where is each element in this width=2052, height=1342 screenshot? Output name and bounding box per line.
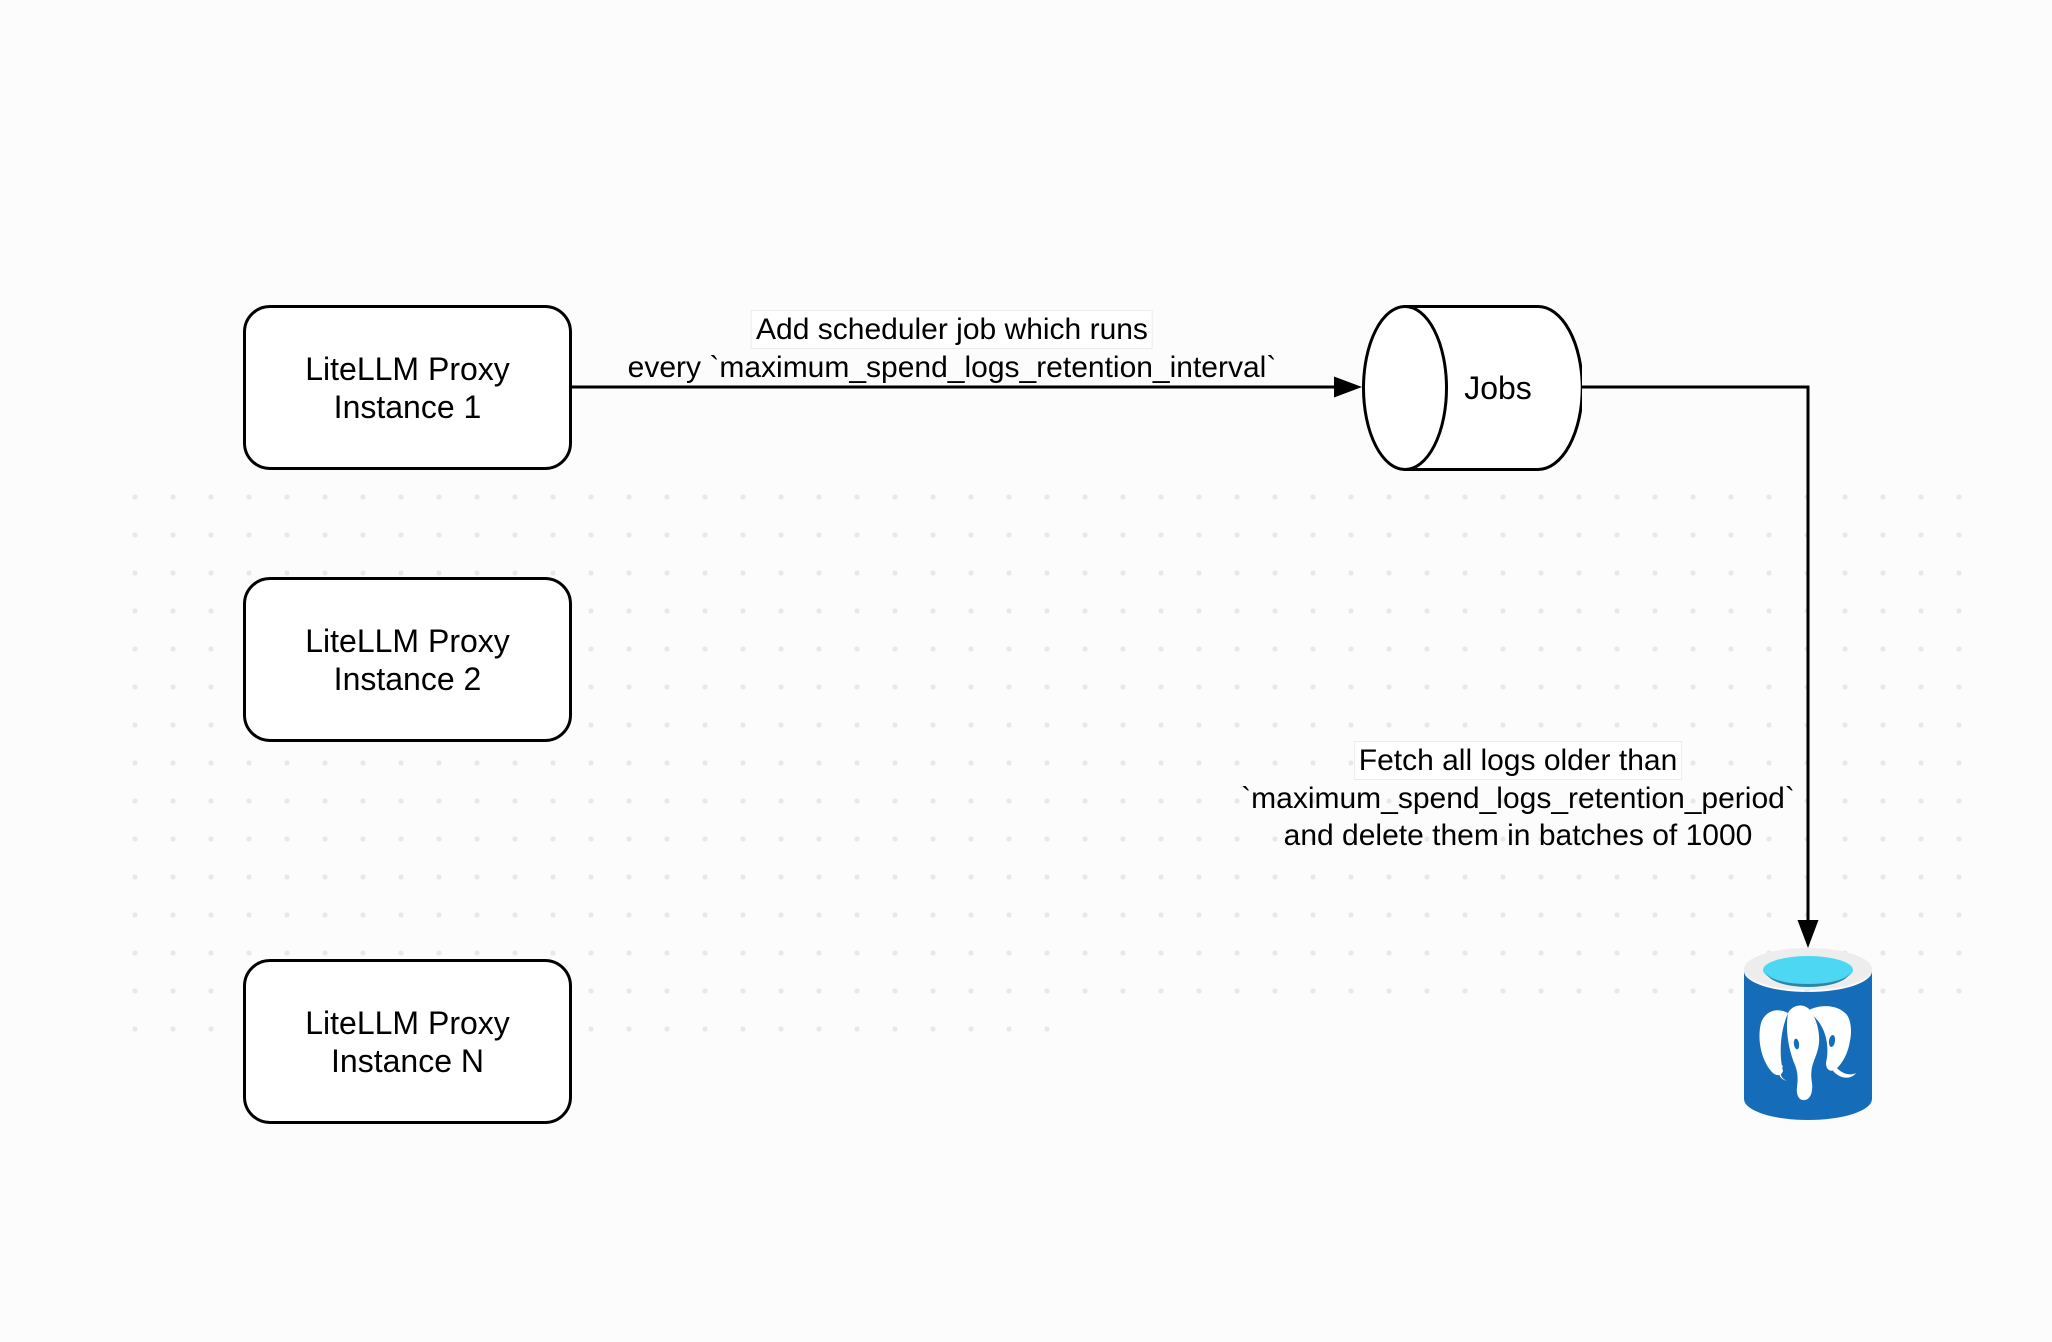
node-litellm-proxy-instance-1: LiteLLM Proxy Instance 1 — [243, 305, 572, 470]
postgresql-database-icon — [1744, 948, 1872, 1120]
node-label-line1: LiteLLM Proxy — [305, 1004, 510, 1041]
edge-label-fetch-logs: Fetch all logs older than `maximum_spend… — [1241, 741, 1795, 854]
node-label-line2: Instance 1 — [333, 388, 482, 425]
node-label-line1: LiteLLM Proxy — [305, 350, 510, 387]
connector-jobs-to-database — [1582, 385, 1810, 920]
edge-label-line: `maximum_spend_logs_retention_period` — [1241, 780, 1795, 817]
database-water-deep-shape — [1766, 972, 1850, 987]
node-litellm-proxy-instance-n: LiteLLM Proxy Instance N — [243, 959, 572, 1124]
elephant-left-ear — [1759, 1010, 1788, 1076]
edge-label-text: and delete them in batches of 1000 — [1283, 819, 1753, 852]
postgres-elephant-icon — [1759, 1005, 1856, 1101]
elephant-right-eye — [1828, 1035, 1836, 1047]
elephant-left-eye — [1793, 1038, 1800, 1050]
node-litellm-proxy-instance-2: LiteLLM Proxy Instance 2 — [243, 577, 572, 742]
jobs-queue-node: Jobs — [1362, 304, 1584, 472]
queue-cap-ellipse — [1362, 305, 1448, 471]
node-label-line2: Instance 2 — [333, 660, 482, 697]
arrowhead-down-icon — [1797, 920, 1819, 948]
edge-label-line: and delete them in batches of 1000 — [1241, 817, 1795, 854]
node-label-line1: LiteLLM Proxy — [305, 622, 510, 659]
edge-label-line: every `maximum_spend_logs_retention_inte… — [628, 349, 1277, 386]
edge-label-line: Add scheduler job which runs — [628, 310, 1277, 349]
edge-label-text: every `maximum_spend_logs_retention_inte… — [627, 351, 1277, 384]
jobs-queue-cylinder-icon — [1362, 305, 1584, 471]
elephant-right-tusk — [1833, 1067, 1856, 1078]
jobs-queue-label: Jobs — [1464, 369, 1532, 406]
edge-label-scheduler-job: Add scheduler job which runs every `maxi… — [628, 310, 1277, 386]
edge-label-text: Add scheduler job which runs — [751, 310, 1153, 349]
edge-label-text: `maximum_spend_logs_retention_period` — [1241, 782, 1795, 815]
node-label-line2: Instance N — [331, 1042, 484, 1079]
database-water-top-shape — [1763, 956, 1853, 984]
arrowhead-right-icon — [1334, 376, 1362, 398]
edge-label-text: Fetch all logs older than — [1353, 741, 1683, 780]
elephant-right-ear — [1807, 1006, 1851, 1071]
elephant-face-trunk — [1786, 1005, 1820, 1101]
elephant-left-tusk — [1779, 1065, 1787, 1081]
edge-label-line: Fetch all logs older than — [1241, 741, 1795, 780]
